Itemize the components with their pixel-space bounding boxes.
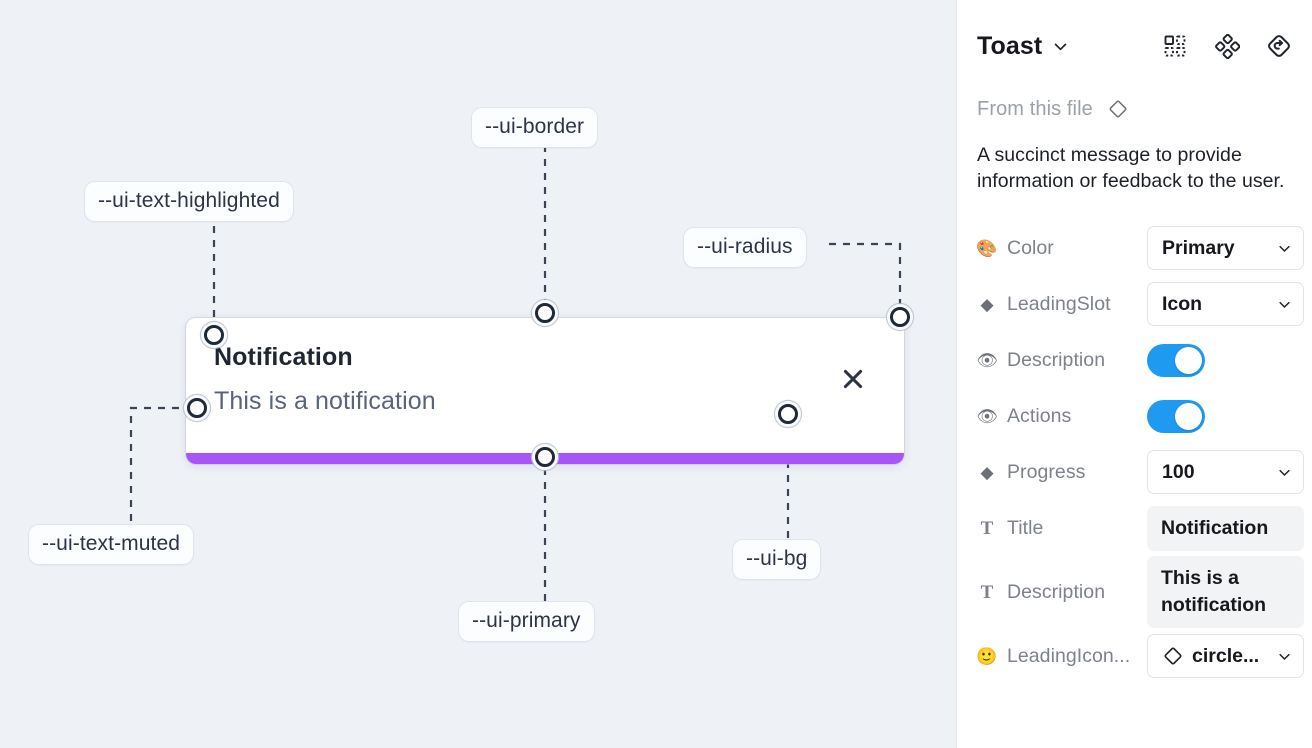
leading-slot-select-value: Icon: [1162, 292, 1203, 315]
property-row-leading-icon: 🙂 LeadingIcon... circle...: [975, 628, 1304, 684]
property-label-description-text: T Description: [977, 581, 1147, 604]
handle-ui-text-muted[interactable]: [187, 398, 207, 418]
property-control-description-text: This is a notification: [1147, 556, 1304, 628]
variants-icon[interactable]: [1162, 33, 1188, 59]
properties-panel: Toast: [956, 0, 1312, 748]
token-chip-ui-border[interactable]: --ui-border: [471, 107, 599, 148]
text-type-icon: T: [980, 517, 994, 539]
from-this-file-label: From this file: [977, 97, 1093, 120]
close-icon[interactable]: [840, 366, 866, 392]
page-title: Toast: [977, 31, 1043, 60]
property-control-leading-icon: circle...: [1147, 634, 1304, 678]
property-label-leading-slot: ◆ LeadingSlot: [977, 293, 1147, 316]
description-toggle[interactable]: [1147, 343, 1205, 377]
description-input[interactable]: This is a notification: [1147, 556, 1304, 628]
chevron-down-icon[interactable]: [1052, 38, 1069, 55]
toggle-knob: [1175, 402, 1202, 430]
text-type-icon: T: [980, 581, 994, 603]
toast-preview-card[interactable]: Notification This is a notification: [186, 318, 904, 464]
property-label-progress: ◆ Progress: [977, 461, 1147, 484]
chevron-down-icon: [1271, 465, 1292, 480]
color-select[interactable]: Primary: [1147, 226, 1304, 270]
property-row-actions-visibility: 👁 Actions: [975, 388, 1294, 444]
token-chip-ui-text-highlighted[interactable]: --ui-text-highlighted: [84, 181, 294, 222]
property-control-actions-visibility: [1147, 399, 1304, 433]
token-chip-ui-radius[interactable]: --ui-radius: [683, 227, 807, 268]
property-row-title: T Title Notification: [975, 500, 1304, 556]
property-control-color: Primary: [1147, 226, 1304, 270]
chevron-down-icon: [1271, 649, 1292, 664]
leading-icon-select-value: circle...: [1192, 644, 1260, 667]
toggle-knob: [1175, 346, 1202, 374]
property-row-color: 🎨 Color Primary: [975, 220, 1304, 276]
progress-select-value: 100: [1162, 460, 1195, 483]
property-row-description-text: T Description This is a notification: [975, 556, 1304, 628]
component-description: A succinct message to provide informatio…: [977, 144, 1285, 192]
token-chip-ui-primary[interactable]: --ui-primary: [458, 601, 595, 642]
title-input[interactable]: Notification: [1147, 505, 1304, 551]
from-this-file-row: From this file: [975, 92, 1294, 126]
handle-ui-primary[interactable]: [535, 447, 555, 467]
property-row-description-visibility: 👁 Description: [975, 332, 1294, 388]
design-canvas[interactable]: Notification This is a notification --ui…: [0, 0, 956, 748]
chevron-down-icon: [1271, 297, 1292, 312]
token-chip-ui-bg[interactable]: --ui-bg: [732, 539, 822, 580]
eye-icon: 👁: [977, 406, 998, 426]
property-row-progress: ◆ Progress 100: [975, 444, 1304, 500]
token-chip-ui-text-muted[interactable]: --ui-text-muted: [28, 524, 195, 565]
handle-ui-border[interactable]: [535, 303, 555, 323]
property-label-color: 🎨 Color: [977, 236, 1054, 259]
handle-ui-bg[interactable]: [778, 404, 798, 424]
property-control-leading-slot: Icon: [1147, 282, 1304, 326]
component-icon[interactable]: [1214, 33, 1240, 59]
property-label-leading-icon: 🙂 LeadingIcon...: [977, 644, 1131, 667]
description-input-value: This is a notification: [1161, 567, 1267, 616]
property-control-description-visibility: [1147, 343, 1304, 377]
panel-header: Toast: [975, 0, 1294, 92]
property-label-description-visibility: 👁 Description: [977, 348, 1106, 371]
diamond-icon: [1162, 645, 1184, 667]
color-select-value: Primary: [1162, 236, 1235, 259]
title-input-value: Notification: [1161, 516, 1269, 539]
property-label-actions-visibility: 👁 Actions: [977, 404, 1072, 427]
property-label-title: T Title: [977, 517, 1147, 540]
diamond-glyph-icon: ◆: [980, 294, 994, 314]
property-list: 🎨 Color Primary ◆ LeadingSlot: [975, 220, 1304, 684]
progress-select[interactable]: 100: [1147, 450, 1304, 494]
eye-icon: 👁: [977, 350, 998, 370]
handle-ui-text-highlighted[interactable]: [204, 325, 224, 345]
smiley-icon: 🙂: [977, 646, 998, 666]
property-row-leading-slot: ◆ LeadingSlot Icon: [975, 276, 1304, 332]
toast-description: This is a notification: [214, 387, 436, 415]
actions-toggle[interactable]: [1147, 399, 1205, 433]
property-control-progress: 100: [1147, 450, 1304, 494]
handle-ui-radius[interactable]: [890, 307, 910, 327]
panel-header-actions: [1162, 33, 1292, 59]
property-control-title: Notification: [1147, 505, 1304, 551]
diamond-icon: [1107, 98, 1129, 120]
chevron-down-icon: [1271, 241, 1292, 256]
leading-icon-select[interactable]: circle...: [1147, 634, 1304, 678]
toast-card-body: Notification This is a notification: [186, 318, 904, 416]
leading-slot-select[interactable]: Icon: [1147, 282, 1304, 326]
toast-title: Notification: [214, 343, 353, 371]
diamond-glyph-icon: ◆: [980, 462, 994, 482]
palette-icon: 🎨: [977, 238, 998, 258]
reset-instance-icon[interactable]: [1266, 33, 1292, 59]
